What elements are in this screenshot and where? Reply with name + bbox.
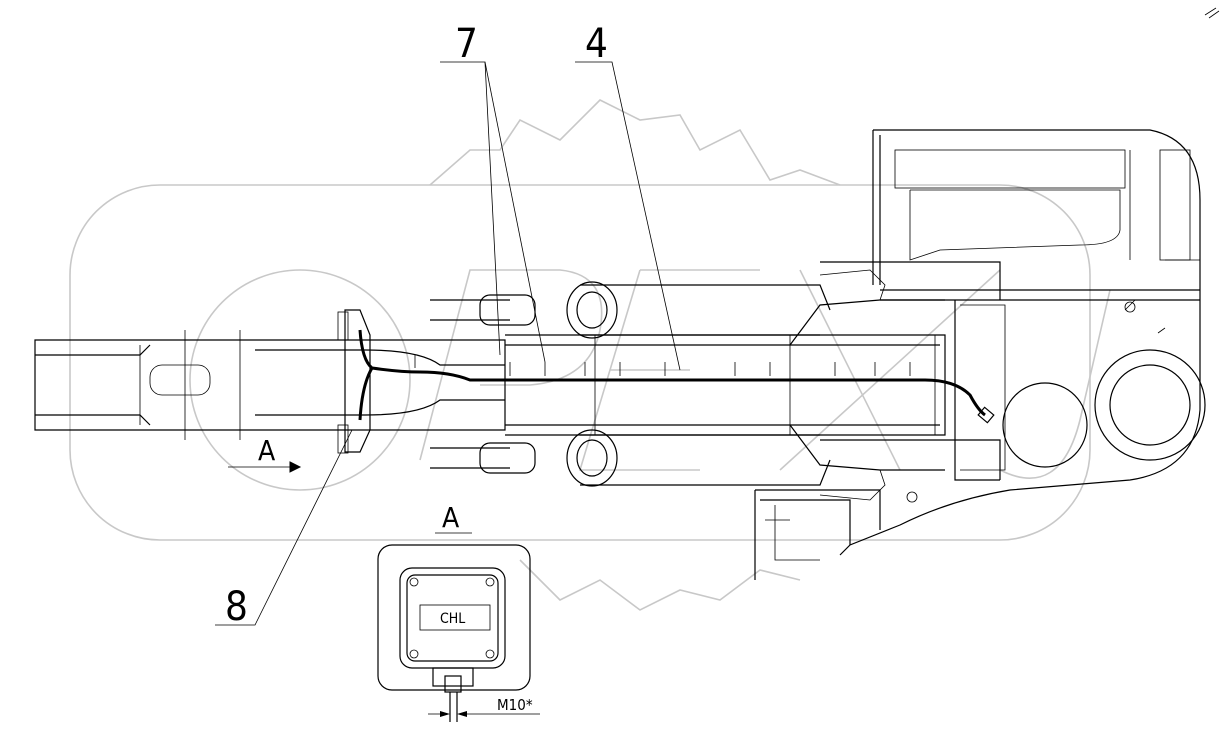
- section-label: A: [442, 501, 460, 534]
- bolt-label: M10*: [497, 696, 533, 714]
- detail-view-a: CHL M10*: [377, 544, 540, 722]
- watermark-gear-top: [429, 99, 841, 186]
- callout-8: 8: [225, 584, 248, 630]
- callout-7: 7: [455, 21, 478, 67]
- watermark-letter-x: [779, 269, 1001, 471]
- cable: [358, 329, 986, 417]
- watermark-letter-o: [189, 269, 411, 491]
- watermark-letter-e: [578, 269, 760, 471]
- plate-text: CHL: [440, 611, 465, 627]
- detail-frame: [377, 544, 531, 691]
- watermark: [69, 99, 1111, 611]
- boom-assembly: [34, 269, 946, 501]
- watermark-frame: [69, 184, 1091, 541]
- watermark-gear-bottom: [519, 559, 801, 611]
- callout-4: 4: [585, 21, 608, 67]
- watermark-swoosh: [999, 289, 1111, 479]
- view-arrow-label: A: [258, 434, 276, 467]
- cable-harness: [358, 329, 995, 424]
- leaders: [215, 61, 681, 626]
- machine-frame: [754, 129, 1206, 580]
- corner-mark: [1204, 7, 1220, 19]
